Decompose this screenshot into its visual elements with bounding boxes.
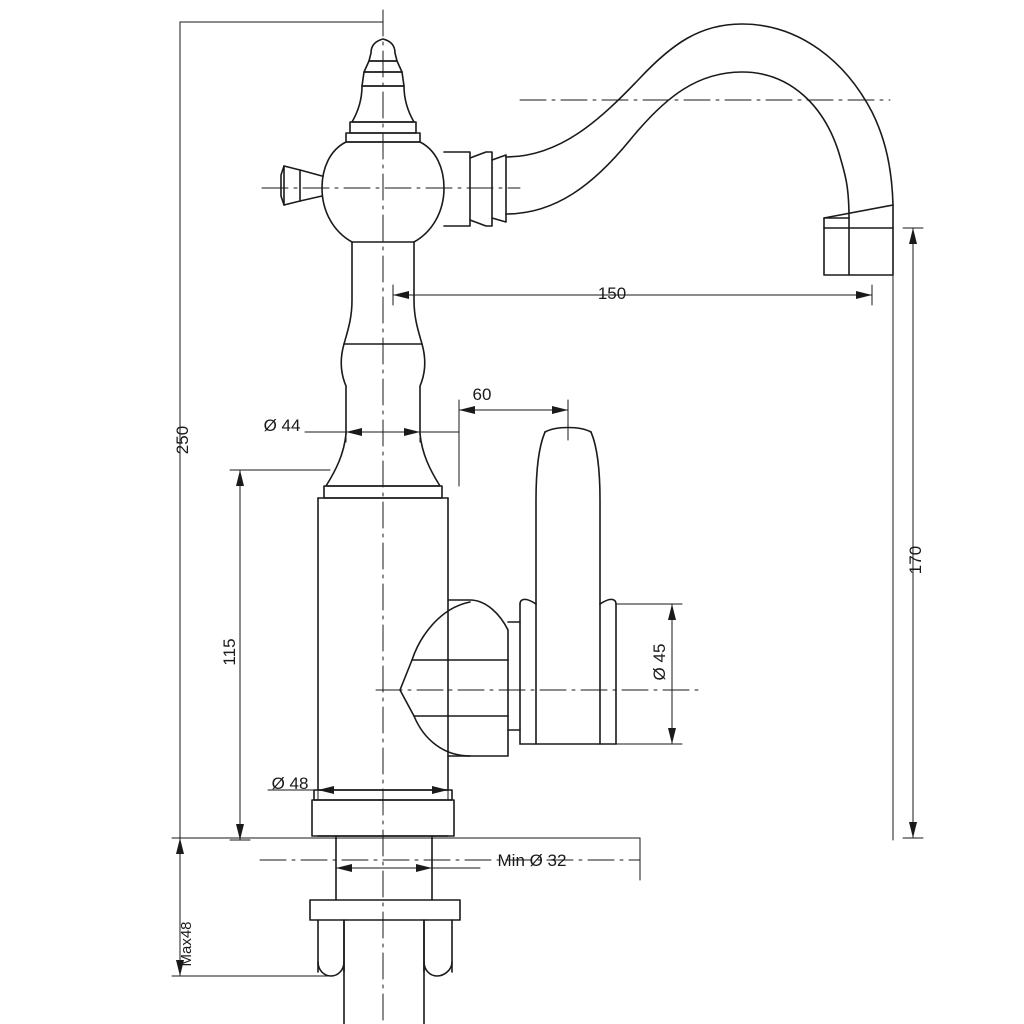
faucet-body-outline bbox=[280, 23, 894, 1024]
dimension-arrows bbox=[176, 228, 917, 976]
dimension-label-body-height: 115 bbox=[220, 638, 239, 665]
dimension-label-spout-height: 170 bbox=[906, 546, 925, 574]
dimension-label-handle-offset: 60 bbox=[473, 385, 492, 404]
dimension-lines bbox=[171, 21, 924, 977]
centerlines bbox=[259, 9, 891, 1024]
dimension-label-handle-diameter: Ø 45 bbox=[650, 644, 669, 681]
dimension-label-base-diameter: Ø 48 bbox=[272, 774, 309, 793]
dimension-label-spout-reach: 150 bbox=[598, 284, 626, 303]
dimension-label-total-height: 250 bbox=[173, 426, 192, 454]
dimension-label-body-diameter-top: Ø 44 bbox=[264, 416, 301, 435]
dimension-label-max-deck-thickness: Max48 bbox=[178, 921, 195, 966]
dimension-label-min-hole-diameter: Min Ø 32 bbox=[498, 851, 567, 870]
